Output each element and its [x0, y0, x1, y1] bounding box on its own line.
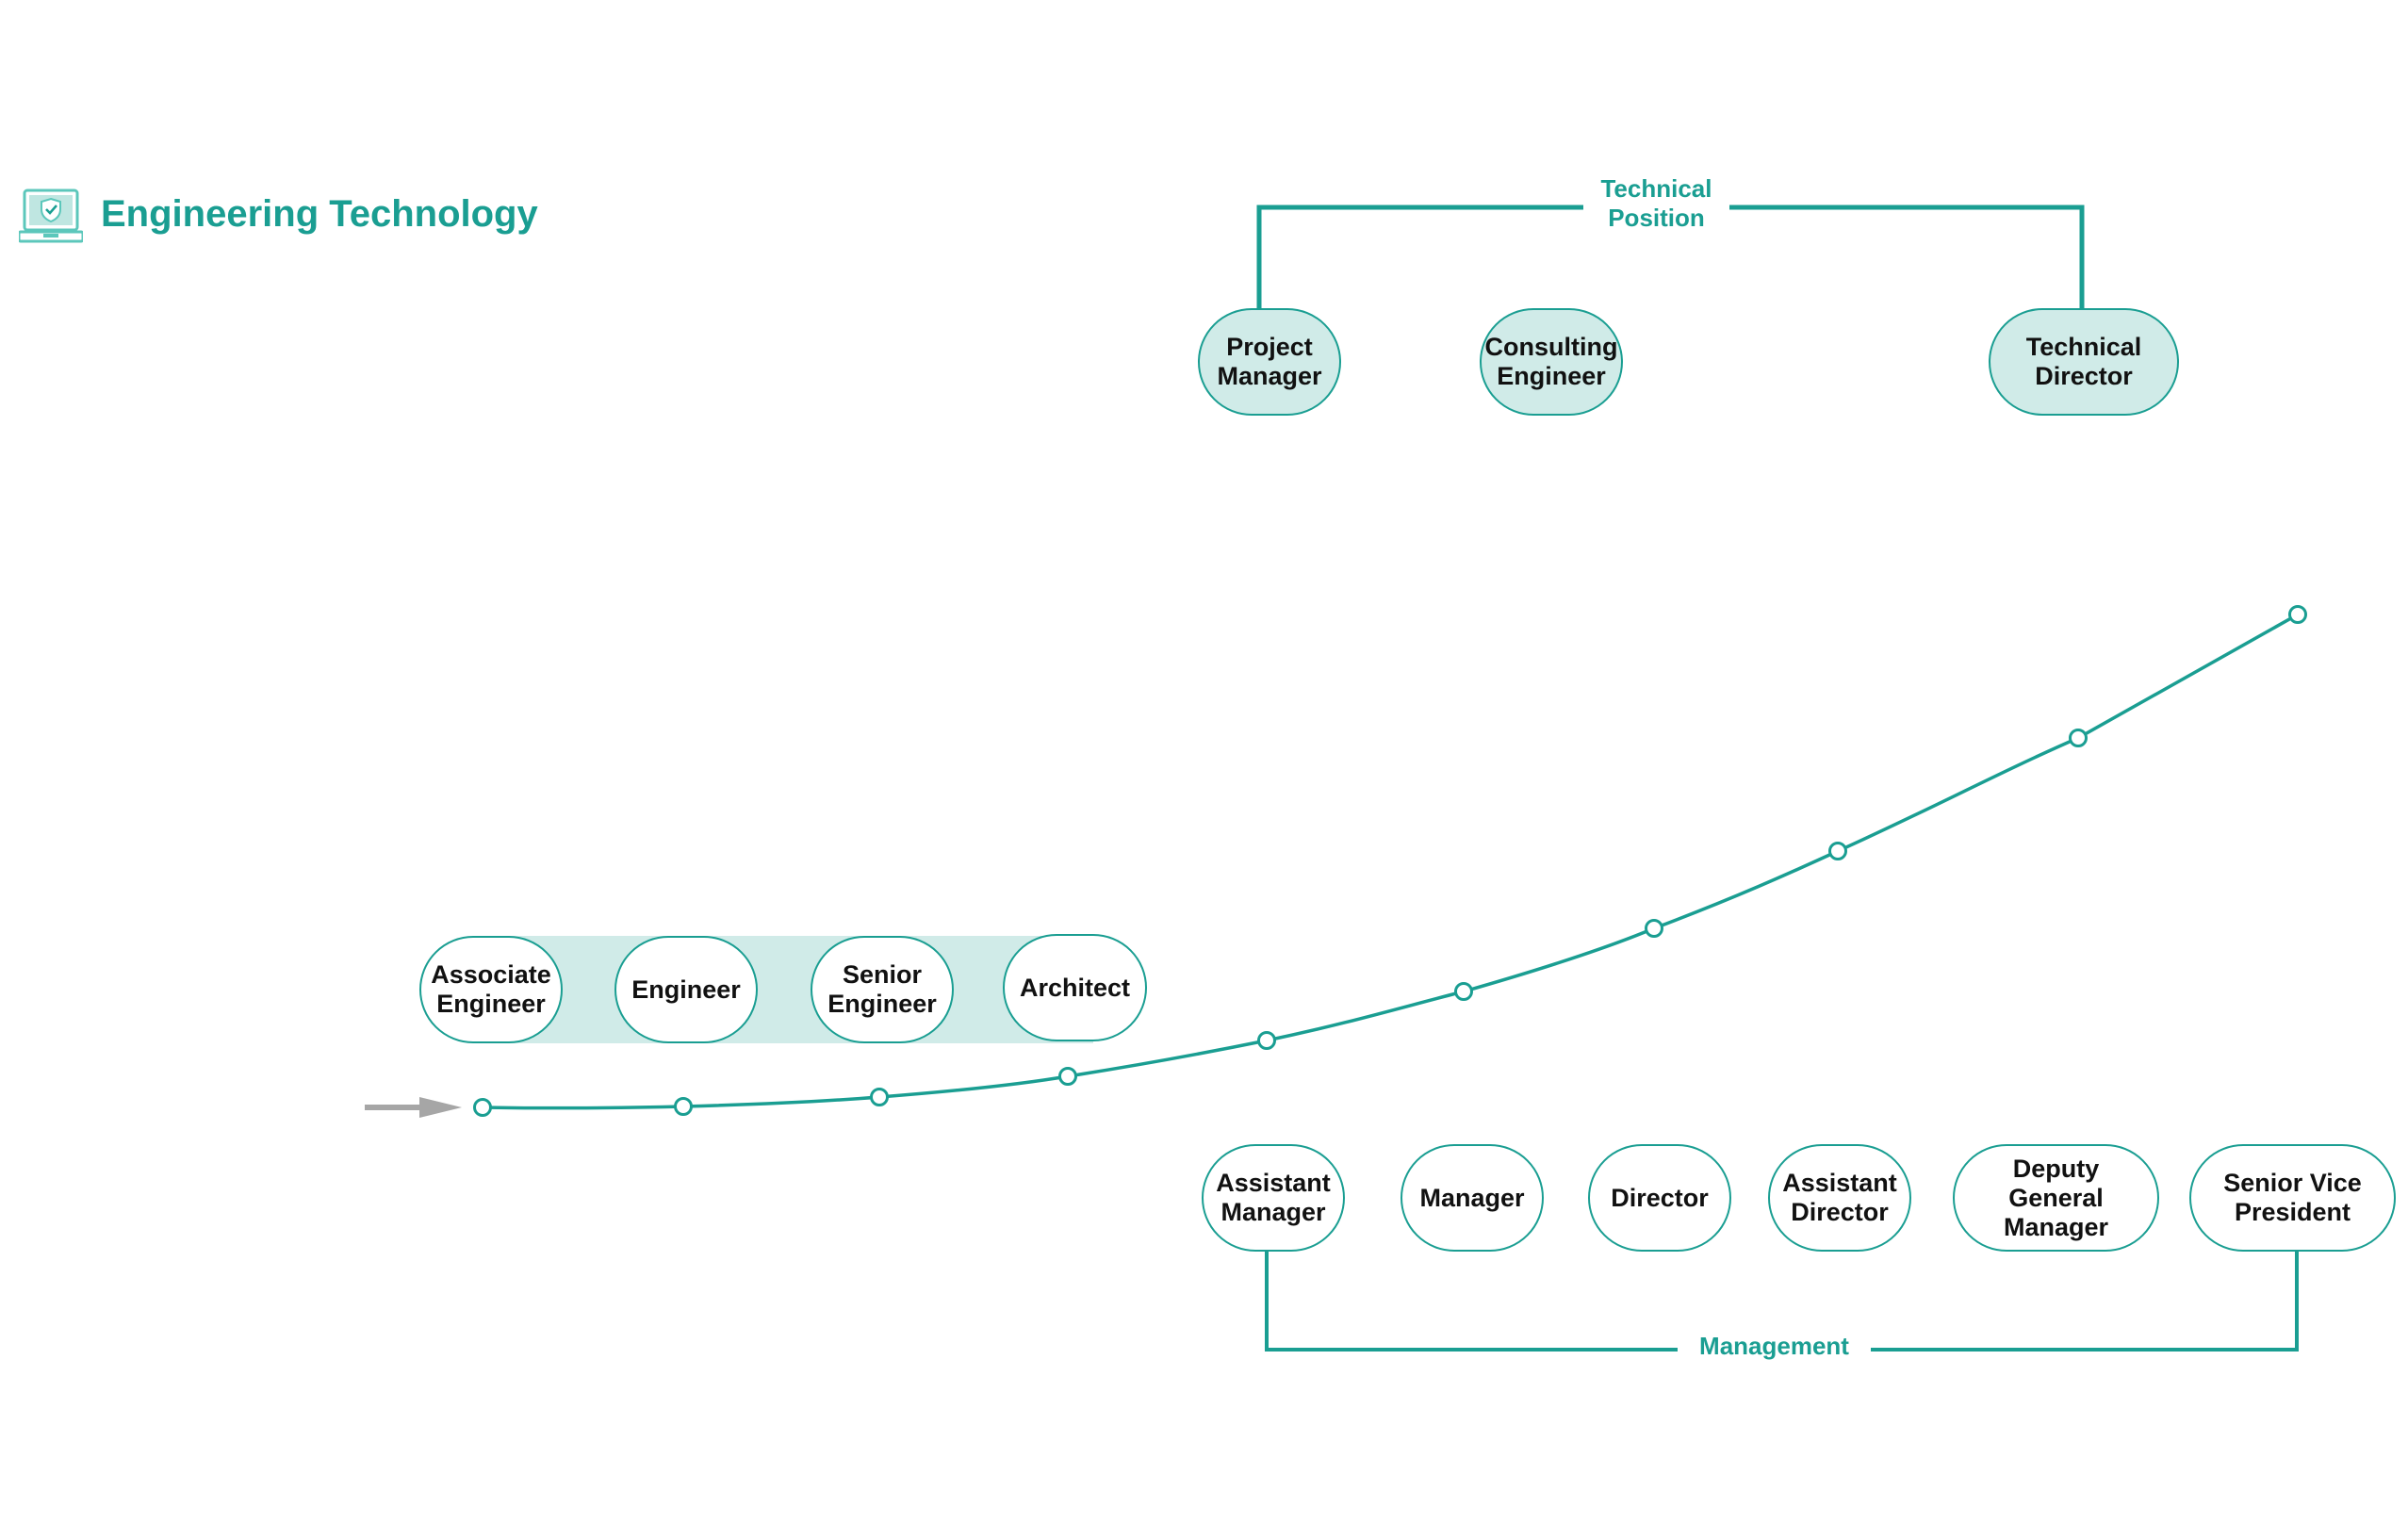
node-consulting-engineer: Consulting Engineer [1480, 308, 1623, 416]
curve-marker [1645, 919, 1663, 938]
node-assistant-director: Assistant Director [1768, 1144, 1911, 1252]
curve-markers [473, 605, 2307, 1117]
node-senior-vice-president: Senior Vice President [2189, 1144, 2396, 1252]
curve-marker [1454, 982, 1473, 1001]
career-curve [482, 613, 2299, 1110]
arrow-right-icon [365, 1097, 462, 1118]
curve-marker [2069, 729, 2088, 747]
node-architect: Architect [1003, 934, 1147, 1041]
technical-position-label: Technical Position [1583, 174, 1729, 233]
node-deputy-general-manager: Deputy General Manager [1953, 1144, 2159, 1252]
node-technical-director: Technical Director [1989, 308, 2179, 416]
entry-track-band [490, 936, 1093, 1043]
node-assistant-manager: Assistant Manager [1202, 1144, 1345, 1252]
node-associate-engineer: Associate Engineer [419, 936, 563, 1043]
curve-marker [473, 1098, 492, 1117]
node-senior-engineer: Senior Engineer [811, 936, 954, 1043]
laptop-shield-icon [19, 188, 83, 243]
node-project-manager: Project Manager [1198, 308, 1341, 416]
curve-marker [1058, 1067, 1077, 1086]
node-manager: Manager [1401, 1144, 1544, 1252]
node-engineer: Engineer [614, 936, 758, 1043]
curve-marker [2288, 605, 2307, 624]
node-director: Director [1588, 1144, 1731, 1252]
curve-marker [1828, 842, 1847, 860]
curve-marker [674, 1097, 693, 1116]
management-label: Management [1678, 1332, 1871, 1361]
curve-marker [1257, 1031, 1276, 1050]
curve-marker [870, 1088, 889, 1106]
page-title: Engineering Technology [101, 193, 538, 235]
